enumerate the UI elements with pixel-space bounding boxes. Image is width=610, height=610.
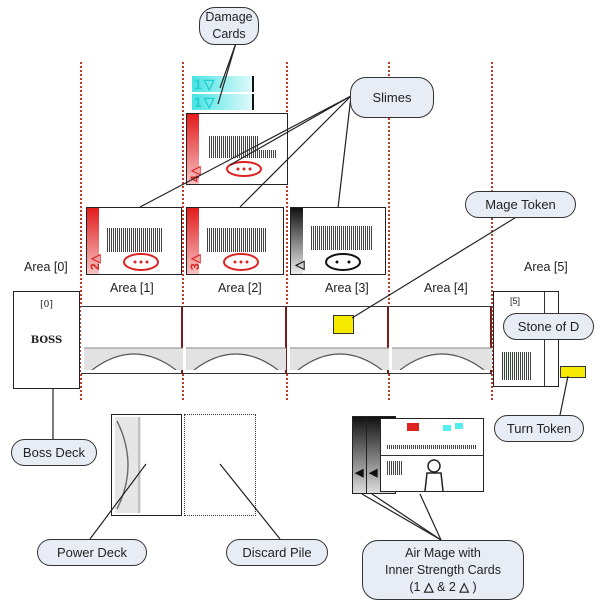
damage-value: 1 <box>194 76 202 92</box>
leader-line <box>419 493 442 541</box>
damage-card[interactable]: 1▽ <box>192 94 254 110</box>
strength-triangle-icon: △ <box>423 579 434 594</box>
stone-card-index: [5] <box>510 296 521 306</box>
crown-icon <box>407 423 419 431</box>
mage-figure-icon <box>424 459 444 491</box>
air-mage-card[interactable] <box>380 418 484 492</box>
slime-card[interactable]: 2△ <box>86 207 182 275</box>
card-strip <box>187 208 199 274</box>
area-divider <box>80 62 82 400</box>
slime-card[interactable]: 4△ <box>186 113 288 185</box>
mage-token[interactable] <box>333 315 354 334</box>
slime-icon <box>223 253 259 271</box>
slime-strength: △ <box>292 260 306 270</box>
damage-card[interactable]: 1▽ <box>192 76 254 92</box>
bridge-icon <box>392 347 492 370</box>
leader-line <box>361 493 442 541</box>
boss-deck-index: [0] <box>40 300 53 310</box>
card-divider <box>381 455 483 456</box>
strength-triangle-icon: △ <box>459 579 469 594</box>
leader-line <box>337 95 352 209</box>
callout-line: Inner Strength Cards <box>384 562 502 577</box>
damage-triangle-icon: ▽ <box>203 94 215 110</box>
area-label-5: Area [5] <box>524 260 568 274</box>
card-strip <box>87 208 99 274</box>
air-icon <box>455 423 463 429</box>
board-area-1[interactable] <box>81 306 184 374</box>
callout-discard-pile: Discard Pile <box>226 539 328 566</box>
card-text <box>209 136 259 150</box>
bridge-icon <box>84 347 184 370</box>
triangle-icon: ◀ <box>355 467 364 479</box>
callout-damage-cards: Damage Cards <box>199 7 259 45</box>
callout-boss-deck: Boss Deck <box>11 439 97 466</box>
area-divider <box>182 62 184 400</box>
card-text <box>387 445 477 449</box>
card-text <box>502 352 532 380</box>
area-label-0: Area [0] <box>24 260 68 274</box>
callout-line: (1 △ & 2 △ ) <box>409 579 477 594</box>
card-text <box>207 228 267 252</box>
boss-deck[interactable]: [0] BOSS <box>13 291 80 389</box>
callout-power-deck: Power Deck <box>37 539 147 566</box>
air-icon <box>443 425 451 431</box>
damage-value: 1 <box>194 94 202 110</box>
leader-line <box>371 493 442 541</box>
slime-card[interactable]: △ <box>290 207 386 275</box>
area-divider <box>286 62 288 400</box>
turn-token[interactable] <box>560 366 586 378</box>
leader-line <box>559 375 569 416</box>
slime-icon <box>325 253 361 271</box>
callout-turn-token: Turn Token <box>494 415 584 442</box>
slime-strength: 2△ <box>88 254 102 270</box>
callout-mage-token: Mage Token <box>465 191 576 218</box>
slime-icon <box>226 161 262 177</box>
area-label-3: Area [3] <box>325 281 369 295</box>
area-label-2: Area [2] <box>218 281 262 295</box>
callout-air-mage: Air Mage with Inner Strength Cards (1 △ … <box>362 540 524 600</box>
bridge-icon <box>290 347 390 370</box>
board-area-4[interactable] <box>389 306 492 374</box>
area-label-1: Area [1] <box>110 281 154 295</box>
damage-triangle-icon: ▽ <box>203 76 215 92</box>
slime-strength: 4△ <box>188 166 202 182</box>
discard-pile[interactable] <box>184 414 256 516</box>
callout-line: Air Mage with <box>405 545 481 560</box>
callout-slimes: Slimes <box>350 77 434 118</box>
card-text <box>387 461 403 475</box>
board-area-2[interactable] <box>183 306 287 374</box>
triangle-icon: ◀ <box>369 467 378 479</box>
slime-icon <box>123 253 159 271</box>
card-strip <box>291 208 303 274</box>
callout-stone-of-d: Stone of D <box>503 313 594 340</box>
area-label-4: Area [4] <box>424 281 468 295</box>
boss-deck-name: BOSS <box>30 335 63 346</box>
slime-card[interactable]: 3△ <box>186 207 284 275</box>
card-back-art <box>115 417 141 513</box>
card-text <box>107 228 163 252</box>
power-deck[interactable] <box>111 414 182 516</box>
bridge-icon <box>186 347 286 370</box>
slime-strength: 3△ <box>188 254 202 270</box>
